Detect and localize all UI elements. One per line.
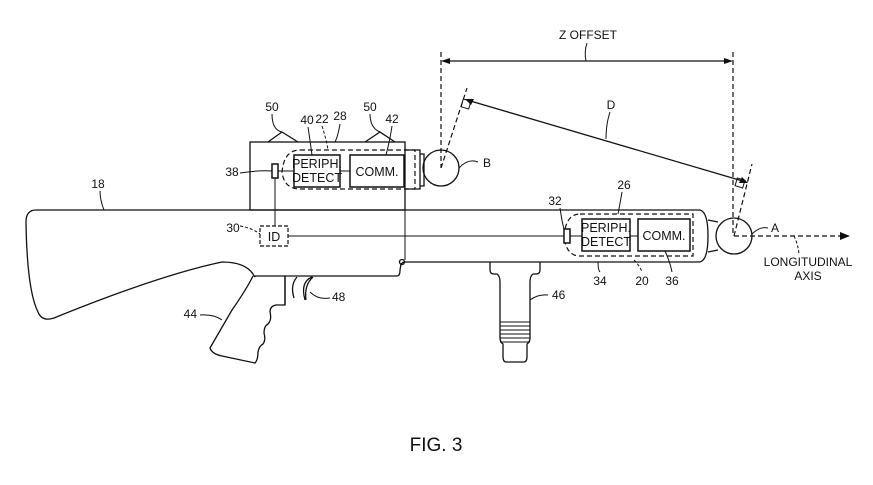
- lower-periph-label-1: PERIPH.: [581, 221, 631, 235]
- lower-device-housing: [563, 213, 694, 257]
- ref-40: 40: [300, 113, 314, 127]
- point-b-label: B: [483, 156, 491, 170]
- ref-22: 22: [315, 112, 329, 126]
- ref-28: 28: [333, 109, 347, 123]
- ref-18: 18: [91, 177, 105, 191]
- lower-periph-label-2: DETECT: [581, 235, 631, 249]
- ref-34: 34: [593, 274, 607, 288]
- leader-lines: [99, 113, 769, 321]
- upper-comm-label: COMM.: [355, 165, 398, 179]
- ref-36: 36: [665, 274, 679, 288]
- axis-label-line1: LONGITUDINAL: [764, 255, 853, 269]
- ref-48: 48: [332, 290, 346, 304]
- upper-device-housing: [249, 131, 425, 260]
- ref-20: 20: [635, 274, 649, 288]
- lower-comm-label: COMM.: [642, 229, 685, 243]
- upper-periph-label-1: PERIPH.: [292, 157, 342, 171]
- z-offset-label: Z OFFSET: [559, 28, 618, 42]
- id-module: [259, 225, 564, 247]
- z-offset-dimension: [440, 42, 734, 236]
- ref-26: 26: [617, 178, 631, 192]
- ref-50-left: 50: [265, 100, 279, 114]
- distance-d: [440, 87, 753, 237]
- ref-50-right: 50: [363, 100, 377, 114]
- upper-periph-label-2: DETECT: [292, 171, 342, 185]
- axis-label-line2: AXIS: [794, 269, 821, 283]
- point-a-label: A: [771, 221, 779, 235]
- ref-46: 46: [552, 288, 566, 302]
- ref-44: 44: [184, 307, 198, 321]
- id-label: ID: [268, 230, 281, 244]
- figure-caption: FIG. 3: [410, 435, 463, 456]
- lower-periph-detect-block: [581, 218, 631, 252]
- lower-comm-block: [637, 218, 691, 252]
- distance-label: D: [607, 98, 616, 112]
- ref-32: 32: [548, 194, 562, 208]
- ref-38: 38: [225, 165, 239, 179]
- longitudinal-axis: [734, 232, 850, 255]
- ref-30: 30: [226, 221, 240, 235]
- ref-42: 42: [385, 112, 399, 126]
- upper-comm-block: [349, 154, 405, 188]
- foregrip: [489, 262, 541, 363]
